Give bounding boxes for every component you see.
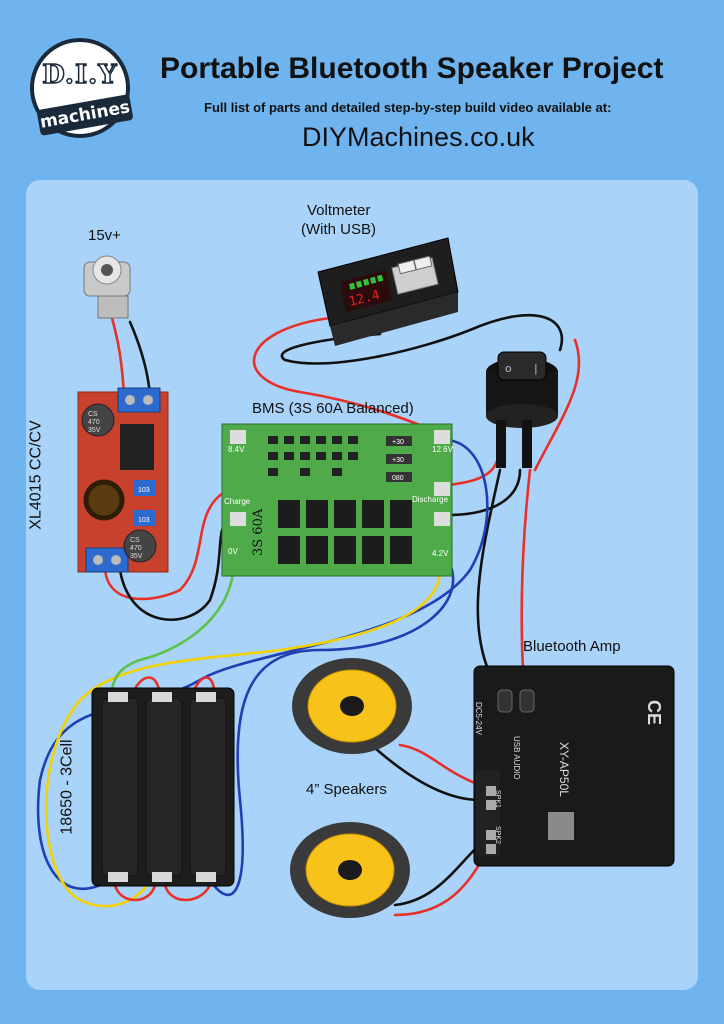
- wire-bms-yellow: [44, 568, 442, 908]
- wire-jack-red: [110, 316, 126, 398]
- diy-machines-logo: D.I.Y machines: [30, 38, 134, 138]
- wire-jack-black: [128, 320, 152, 398]
- wire-bms-switch-red: [446, 438, 502, 487]
- voltmeter-label-line2: (With USB): [301, 221, 376, 238]
- wire-switch-amp-red: [533, 338, 581, 472]
- bms-12v6-label: 12.6V: [432, 445, 454, 454]
- bms-label: BMS (3S 60A Balanced): [252, 400, 414, 417]
- amp-spk2-label: SPK2: [494, 826, 501, 844]
- voltmeter-reading: 12.4: [347, 288, 381, 310]
- wire-batt-red3: [113, 883, 157, 902]
- wire-conv-black-out: [118, 518, 230, 621]
- bms-model-label: 3S 60A: [251, 508, 266, 556]
- page-subtitle: Full list of parts and detailed step-by-…: [204, 100, 612, 115]
- wire-voltmeter-black: [280, 313, 563, 365]
- amp-usb-label: USB AUDIO: [512, 736, 521, 780]
- dc-jack: [83, 255, 131, 319]
- amp-spk1-label: SPK1: [494, 790, 501, 808]
- cap1-line3: 35V: [88, 427, 101, 434]
- converter-label: XL4015 CC/CV: [27, 420, 45, 530]
- bms-8v4-label: 8.4V: [228, 445, 245, 454]
- wire-spk1-red: [398, 743, 482, 787]
- bms-board: 8.4V 12.6V Charge Discharge 0V 4.2V +30 …: [221, 423, 454, 577]
- cap2-line3: 35V: [130, 553, 143, 560]
- jack-label: 15v+: [88, 227, 121, 244]
- voltmeter: 12.4: [317, 237, 459, 346]
- pot2-label: 103: [138, 517, 150, 524]
- bluetooth-amp-board: DC5-24V USB AUDIO XY-AP50L SPK1 SPK2 CE: [473, 665, 675, 867]
- bms-cap1: +30: [392, 439, 404, 446]
- bms-cap2: +30: [392, 457, 404, 464]
- battery-holder: [91, 687, 235, 887]
- svg-text:|: |: [534, 362, 538, 375]
- bms-0v-label: 0V: [228, 547, 238, 556]
- wire-spk1-black: [373, 746, 482, 802]
- cap1-line1: CS: [88, 411, 98, 418]
- website-link[interactable]: DIYMachines.co.uk: [302, 122, 535, 152]
- cap2-line2: 470: [130, 545, 142, 552]
- wire-bms-blue2: [208, 558, 455, 897]
- amp-ce-mark: CE: [644, 700, 664, 725]
- battery-label: 18650 - 3Cell: [58, 739, 76, 835]
- pot1-label: 103: [138, 487, 150, 494]
- logo-top-text: D.I.Y: [42, 59, 118, 91]
- bms-discharge-label: Discharge: [412, 495, 449, 504]
- wire-conv-red-out: [103, 488, 230, 601]
- wire-batt-red4: [163, 883, 212, 902]
- amp-model-label: XY-AP50L: [557, 742, 571, 797]
- bms-4v2-label: 4.2V: [432, 549, 449, 558]
- amp-power-label: DC5-24V: [474, 702, 483, 736]
- wire-bms-amp-black: [446, 468, 522, 517]
- power-switch: o |: [486, 351, 558, 468]
- speakers-label: 4” Speakers: [306, 781, 387, 798]
- cap2-line1: CS: [130, 537, 140, 544]
- bms-cap3: 080: [392, 475, 404, 482]
- cap1-line2: 470: [88, 419, 100, 426]
- wire-bms-green: [110, 563, 236, 702]
- speaker-bottom: [290, 822, 410, 918]
- amp-label: Bluetooth Amp: [523, 638, 621, 655]
- voltmeter-label-line1: Voltmeter: [307, 202, 371, 219]
- page-title: Portable Bluetooth Speaker Project: [160, 52, 664, 85]
- bms-charge-label: Charge: [224, 497, 251, 506]
- speaker-top: [292, 658, 412, 754]
- xl4015-board: CS 470 35V 103 103 CS 470 35V: [77, 387, 169, 573]
- svg-text:o: o: [505, 362, 512, 375]
